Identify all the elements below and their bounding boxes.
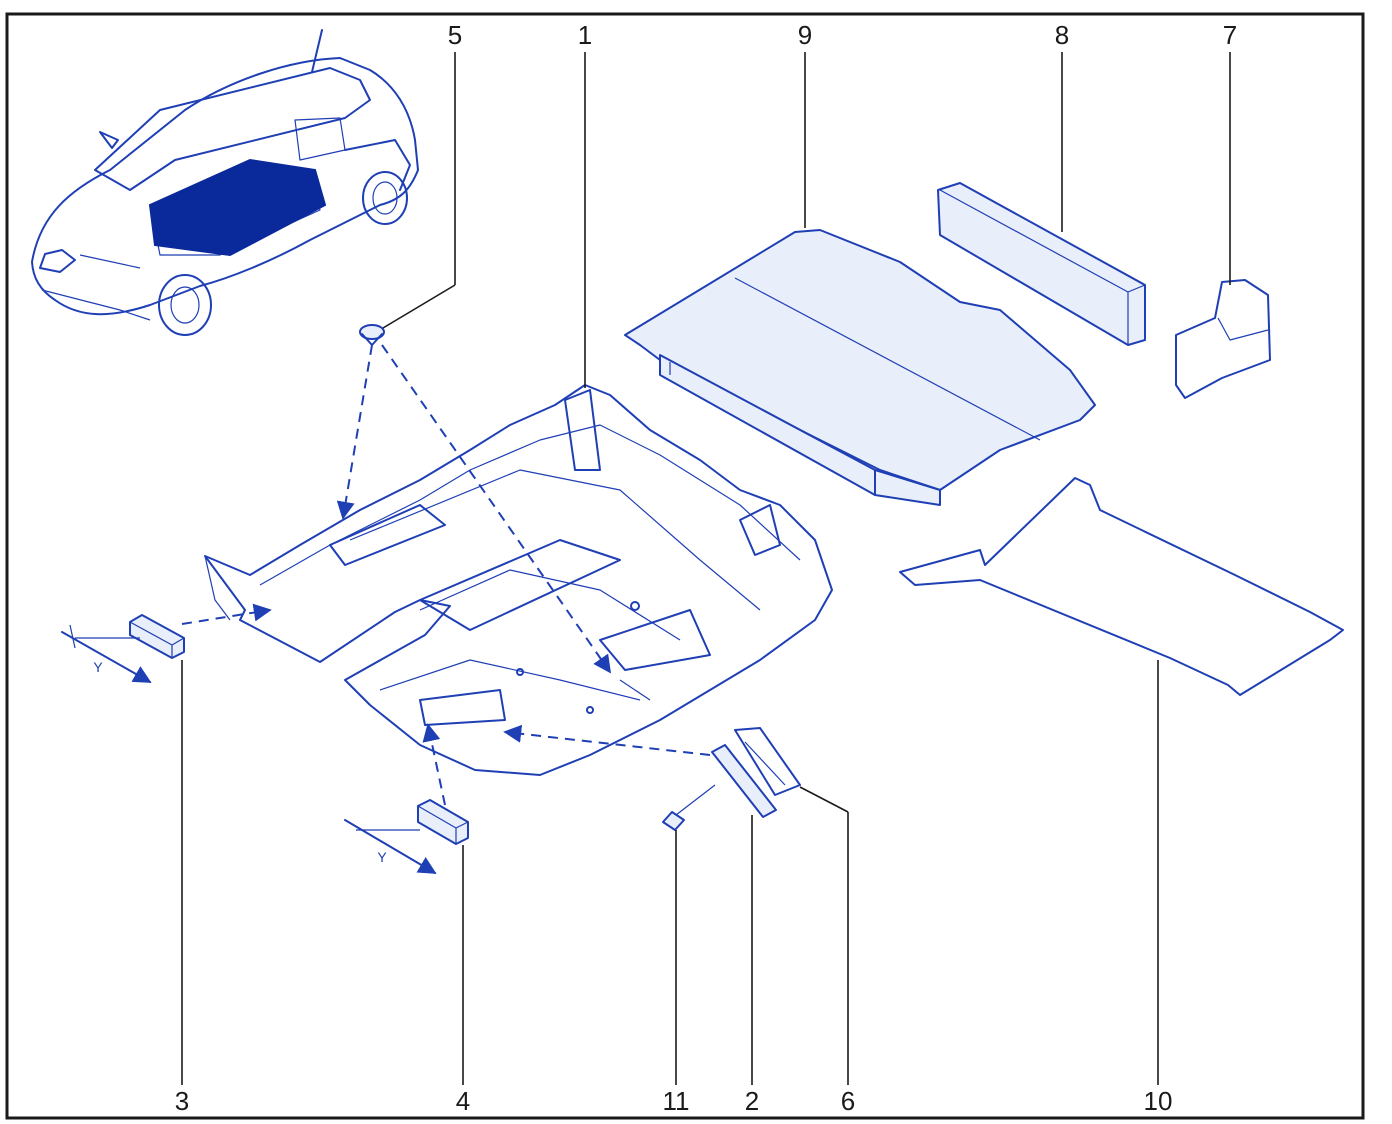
car-overview-illustration — [31, 29, 419, 336]
trunk-floor-panel — [624, 229, 1096, 506]
callout-10: 10 — [1144, 1086, 1173, 1116]
heel-pad-assembly — [662, 727, 801, 831]
side-insulation-panel — [1175, 279, 1271, 399]
callout-11: 11 — [663, 1086, 690, 1116]
callout-1: 1 — [578, 20, 592, 50]
trunk-carpet-mat — [899, 477, 1344, 696]
callout-7: 7 — [1223, 20, 1237, 50]
callout-8: 8 — [1055, 20, 1069, 50]
foam-block-3: Y — [61, 614, 185, 683]
diagram-frame — [5, 12, 1365, 1120]
callout-2: 2 — [745, 1086, 759, 1116]
foam-block-4: Y — [344, 799, 469, 874]
leader-lines — [181, 52, 1231, 1085]
main-floor-carpet — [204, 384, 833, 776]
trunk-block-foam — [937, 182, 1146, 346]
clip-part — [359, 324, 385, 346]
dimension-label-3: Y — [93, 659, 103, 675]
callout-labels: 1 5 9 8 7 3 4 11 2 6 10 — [175, 20, 1237, 1116]
assembly-arrows — [181, 344, 711, 806]
dimension-label-4: Y — [377, 849, 387, 865]
callout-4: 4 — [456, 1086, 470, 1116]
callout-9: 9 — [798, 20, 812, 50]
callout-6: 6 — [841, 1086, 855, 1116]
callout-3: 3 — [175, 1086, 189, 1116]
callout-5: 5 — [448, 20, 462, 50]
